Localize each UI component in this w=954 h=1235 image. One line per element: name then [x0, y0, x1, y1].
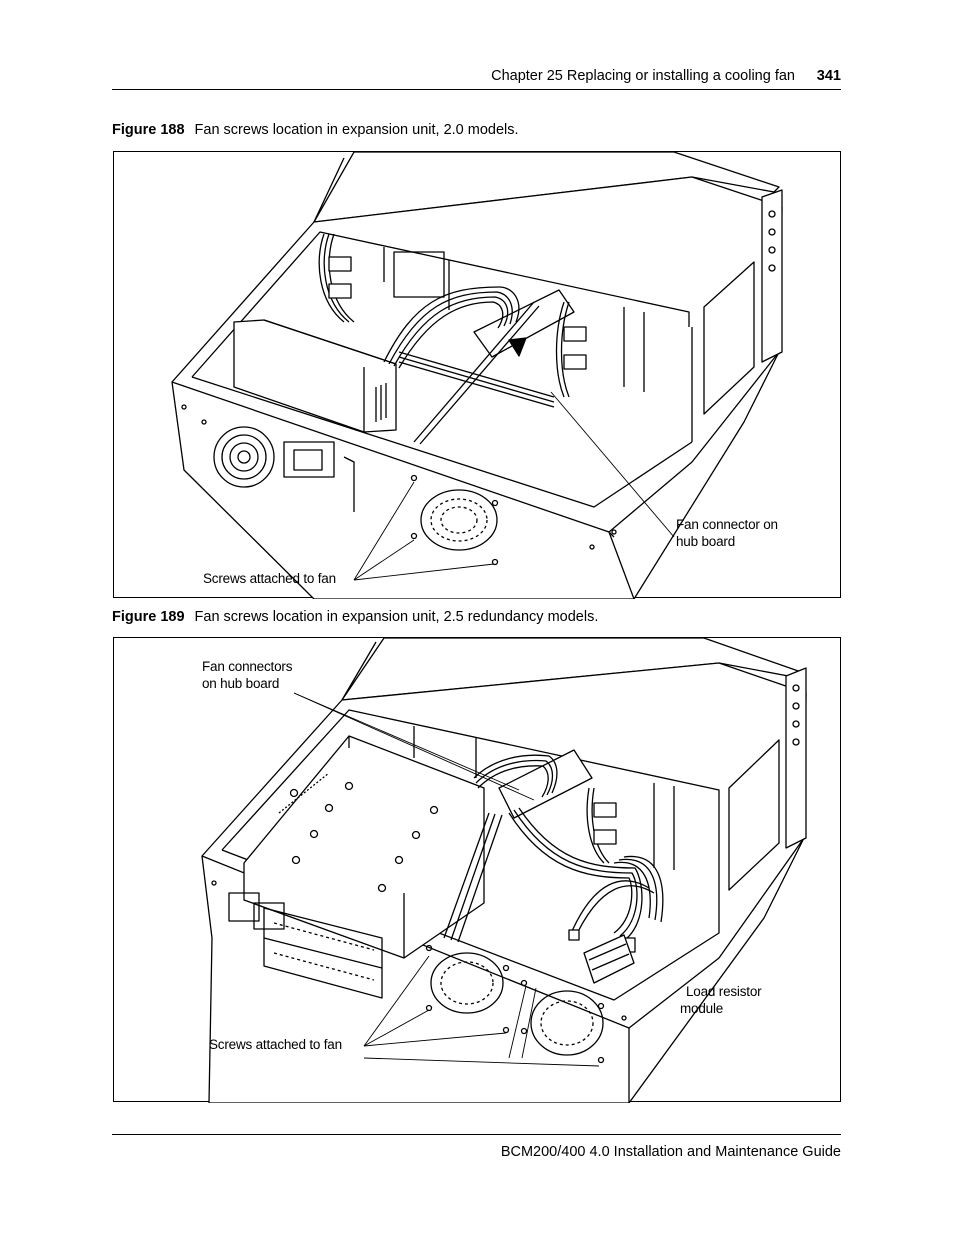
header-rule: [112, 89, 841, 90]
running-header: Chapter 25 Replacing or installing a coo…: [112, 66, 841, 88]
load-resistor-label: Load resistor module: [680, 984, 762, 1016]
expansion-unit-2-0-illustration: [171, 152, 783, 599]
chapter-title: Chapter 25 Replacing or installing a coo…: [491, 68, 795, 84]
footer-rule: [112, 1134, 841, 1135]
screws-label: Screws attached to fan: [203, 571, 336, 586]
figure-188: Fan connector on hub board Screws attach…: [113, 151, 841, 599]
fan-connector-label: Fan connector on hub board: [676, 517, 778, 549]
fan-connectors-label: Fan connectors on hub board: [202, 659, 293, 691]
figure-189: Fan connectors on hub board Load resisto…: [113, 637, 841, 1103]
figure-188-caption-text: Fan screws location in expansion unit, 2…: [194, 122, 519, 138]
figure-189-caption-text: Fan screws location in expansion unit, 2…: [194, 609, 599, 625]
figure-189-caption: Figure 189 Fan screws location in expansi…: [112, 609, 598, 625]
screws-label-189: Screws attached to fan: [209, 1037, 342, 1052]
guide-title: BCM200/400 4.0 Installation and Maintena…: [500, 1144, 841, 1160]
figure-189-number: Figure 189: [112, 609, 185, 625]
expansion-unit-2-5-illustration: [201, 638, 807, 1103]
figure-188-caption: Figure 188 Fan screws location in expansi…: [112, 122, 519, 138]
page-number: 341: [816, 68, 841, 84]
figure-188-number: Figure 188: [112, 122, 185, 138]
